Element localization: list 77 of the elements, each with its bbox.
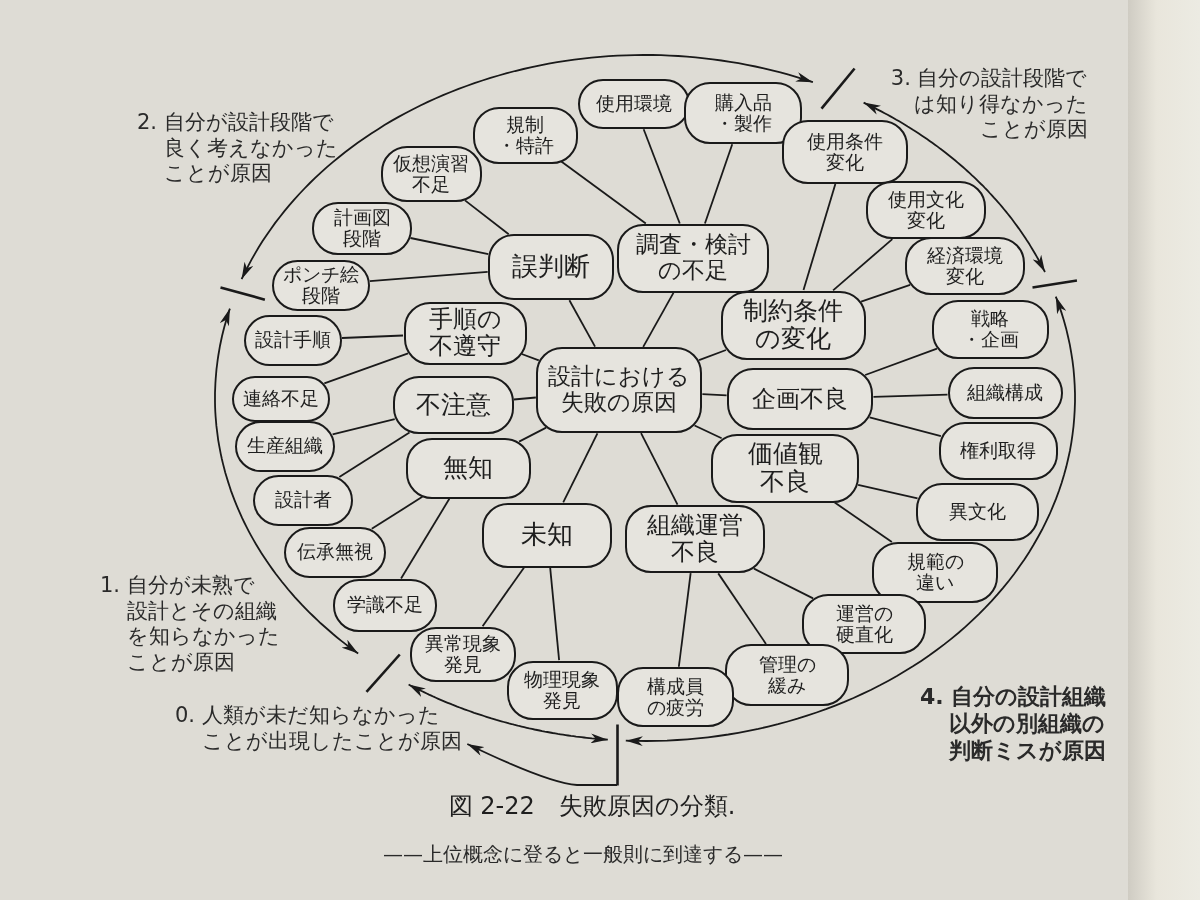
topic-box: 設計における失敗の原因	[536, 347, 702, 433]
connector-line	[677, 572, 692, 668]
category-box: 制約条件の変化	[720, 290, 866, 360]
figure-subtitle: ——上位概念に登ると一般則に到達する——	[383, 842, 783, 867]
connector-line	[868, 416, 942, 437]
connector-line	[518, 426, 548, 443]
connector-line	[642, 292, 675, 348]
connector-line	[562, 432, 599, 504]
note-text: 4. 自分の設計組織以外の別組織の判断ミスが原因	[920, 684, 1107, 765]
connector-line	[341, 334, 404, 339]
cause-box: 使用条件変化	[782, 120, 908, 184]
connector-line	[512, 396, 537, 401]
range-arrow	[624, 295, 1076, 746]
connector-line	[872, 393, 949, 398]
figure-caption: 図 2-22 失敗原因の分類.	[448, 792, 736, 820]
connector-line	[323, 352, 409, 385]
arrow	[466, 743, 618, 786]
connector-line	[368, 271, 489, 283]
range-arrow	[240, 54, 814, 281]
cause-box: 組織構成	[947, 367, 1063, 419]
category-box: 不注意	[392, 376, 514, 434]
cause-box: 管理の緩み	[725, 644, 849, 706]
connector-line	[833, 501, 893, 543]
cause-box: 運営の硬直化	[802, 594, 926, 654]
connector-line	[642, 128, 681, 225]
cause-box: 異常現象発見	[410, 626, 516, 682]
cause-box: 権利取得	[938, 422, 1058, 480]
cause-box: 経済環境変化	[905, 237, 1025, 295]
connector-line	[640, 432, 679, 506]
connector-line	[481, 566, 525, 628]
category-box: 調査・検討の不足	[617, 223, 769, 293]
cause-box: 購入品・製作	[684, 82, 802, 144]
range-arrow	[407, 683, 609, 744]
category-box: 企画不良	[727, 368, 873, 430]
category-box: 価値観不良	[711, 433, 859, 503]
connector-line	[693, 424, 723, 440]
connector-line	[832, 238, 894, 292]
cause-box: 仮想演習不足	[380, 146, 482, 202]
connector-line	[409, 237, 490, 255]
connector-line	[717, 572, 767, 645]
cause-box: 異文化	[915, 483, 1039, 541]
tick-mark	[365, 653, 402, 694]
category-box: 組織運営不良	[625, 505, 765, 573]
note-text: 2. 自分が設計段階で良く考えなかったことが原因	[137, 110, 339, 187]
connector-line	[857, 483, 919, 500]
cause-box: 構成員の疲労	[616, 667, 734, 727]
category-box: 無知	[405, 437, 531, 499]
range-arrow	[214, 307, 360, 655]
tick-mark	[219, 286, 267, 302]
tick-mark	[820, 67, 857, 111]
connector-line	[802, 183, 837, 291]
connector-line	[338, 431, 411, 478]
range-arrow	[862, 101, 1046, 273]
connector-line	[520, 353, 540, 362]
tick-mark	[615, 722, 619, 787]
note-text: 0. 人類が未だ知らなかったことが出現したことが原因	[175, 703, 463, 755]
connector-line	[864, 347, 938, 376]
connector-line	[400, 497, 451, 580]
category-box: 手順の不遵守	[403, 301, 527, 365]
cause-box: 連絡不足	[232, 376, 330, 422]
connector-line	[560, 160, 647, 225]
connector-line	[701, 393, 728, 397]
connector-line	[753, 567, 814, 600]
connector-line	[331, 418, 396, 436]
connector-line	[698, 349, 727, 361]
tick-mark	[1031, 279, 1079, 290]
connector-line	[370, 495, 424, 530]
connector-line	[704, 143, 734, 225]
cause-box: 使用文化変化	[866, 181, 986, 239]
connector-line	[464, 199, 510, 236]
category-box: 未知	[482, 502, 612, 568]
connector-line	[860, 283, 912, 303]
category-box: 誤判断	[488, 234, 614, 300]
note-text: 1. 自分が未熟で設計とその組織を知らなかったことが原因	[100, 573, 281, 676]
cause-box: 使用環境	[578, 79, 690, 129]
connector-line	[568, 299, 596, 348]
connector-line	[549, 566, 560, 662]
